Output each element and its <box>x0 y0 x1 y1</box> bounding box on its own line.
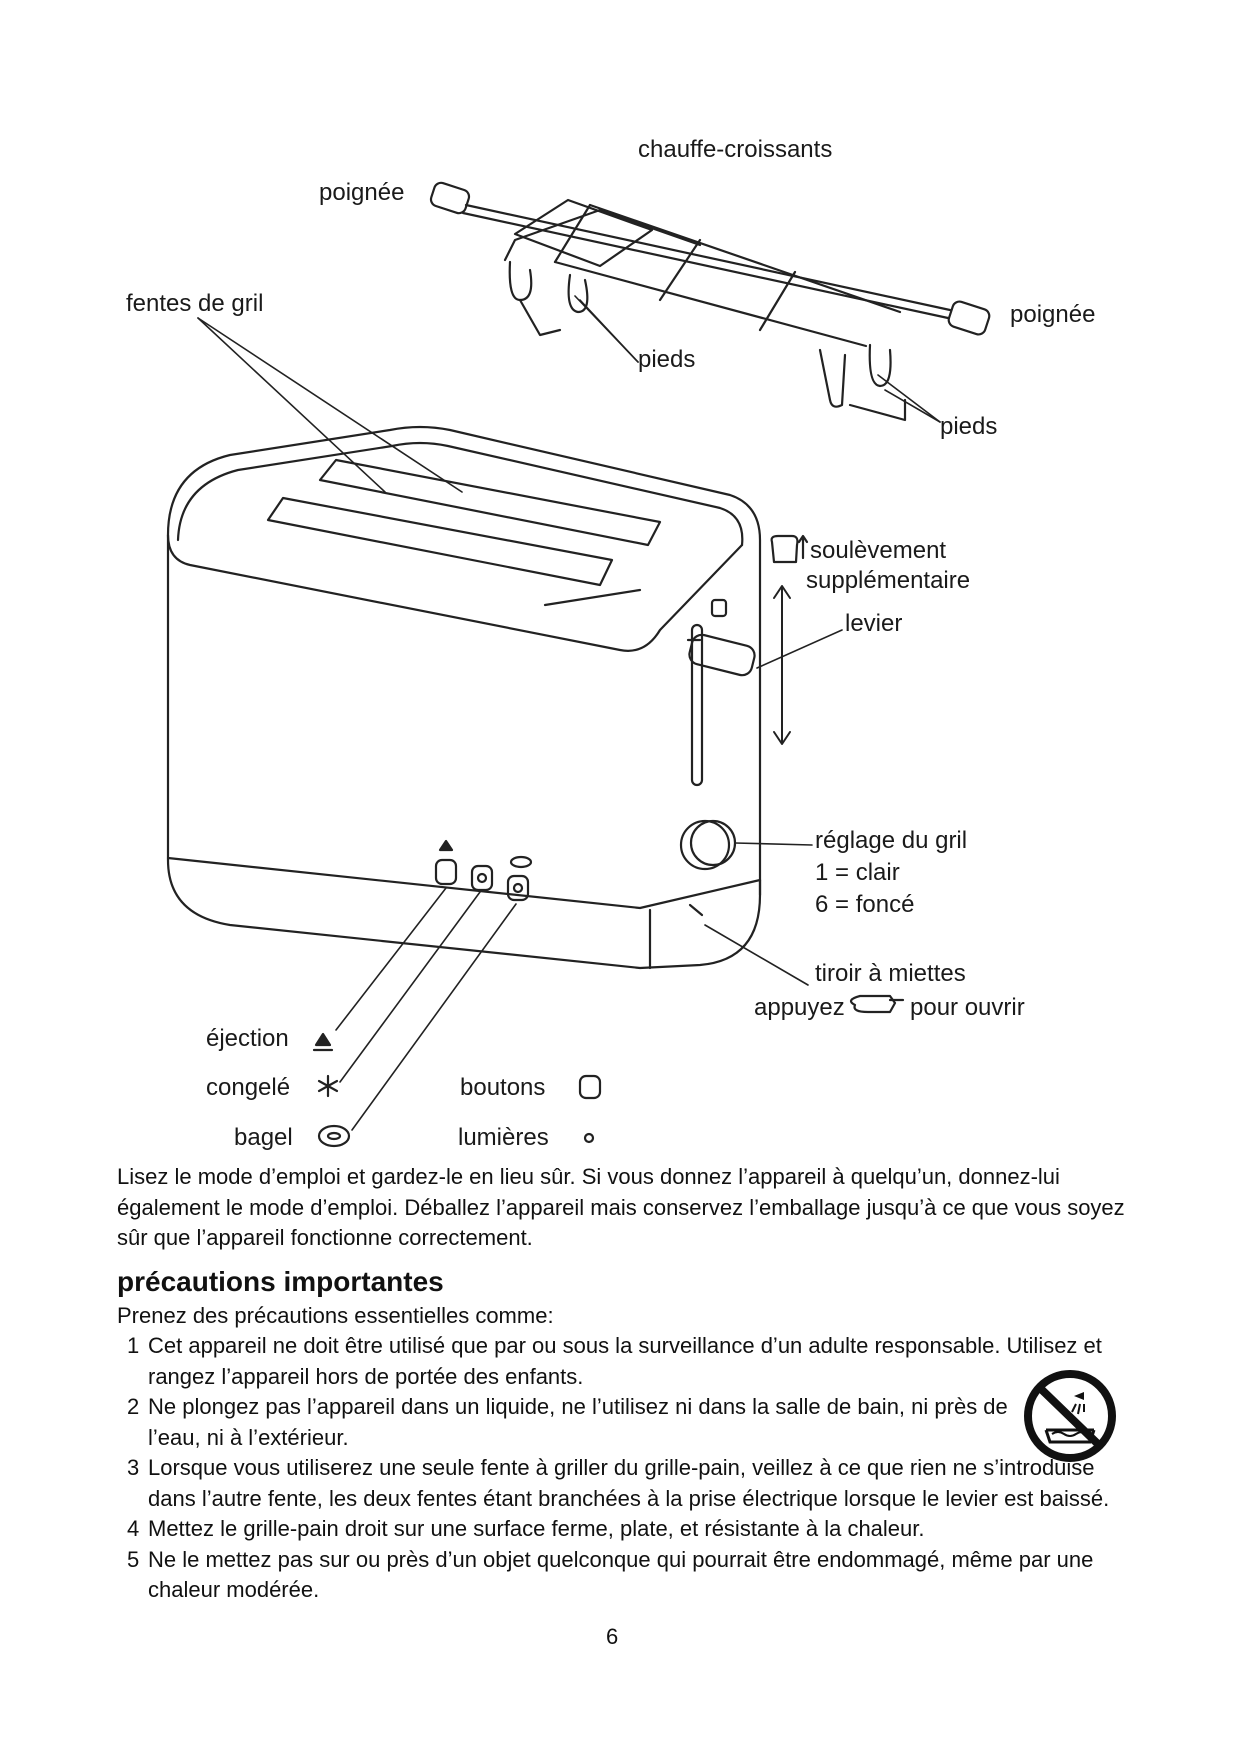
label-reglage-du-gril: réglage du gril <box>815 827 968 854</box>
label-soulevement: soulèvement <box>810 537 947 564</box>
item-number: 1 <box>127 1333 140 1358</box>
item-number: 3 <box>127 1455 140 1480</box>
lever-arrow <box>773 585 791 745</box>
label-lumieres: lumières <box>458 1124 549 1151</box>
item-text: Lorsque vous utiliserez une seule fente … <box>148 1455 1110 1511</box>
toast-lift-legend-icon <box>770 534 809 564</box>
label-poignee-left: poignée <box>319 179 405 206</box>
lead-text: Prenez des précautions essentielles comm… <box>117 1303 554 1328</box>
label-pieds-2: pieds <box>940 413 998 440</box>
list-item: 4 Mettez le grille-pain droit sur une sur… <box>117 1514 1137 1545</box>
list-item: 5 Ne le mettez pas sur ou près d’un objet… <box>117 1545 1137 1606</box>
legend-icons <box>312 534 905 1148</box>
label-pieds-1: pieds <box>638 346 696 373</box>
item-text: Ne plongez pas l’appareil dans un liquid… <box>148 1394 1008 1450</box>
item-text: Ne le mettez pas sur ou près d’un objet … <box>148 1546 1094 1603</box>
page-number: 6 <box>606 1624 619 1649</box>
item-number: 2 <box>127 1394 140 1419</box>
pointing-hand-legend-icon <box>849 994 905 1014</box>
label-boutons: boutons <box>460 1074 546 1101</box>
label-appuyez: appuyez <box>754 994 845 1021</box>
no-bath-water-icon <box>1024 1370 1116 1462</box>
label-reglage-clair: 1 = clair <box>815 859 900 886</box>
leader-lines <box>197 295 941 1131</box>
item-number: 4 <box>127 1516 140 1541</box>
list-item: 3 Lorsque vous utiliserez une seule fente… <box>117 1453 1137 1514</box>
section-heading: précautions importantes <box>117 1266 444 1297</box>
snowflake-legend-icon <box>317 1074 339 1098</box>
list-item: 2 Ne plongez pas l’appareil dans un liqui… <box>117 1392 1137 1453</box>
label-fentes-de-gril: fentes de gril <box>126 290 264 317</box>
toaster-body-drawing <box>166 425 762 970</box>
label-reglage-fonce: 6 = foncé <box>815 891 915 918</box>
label-pour-ouvrir: pour ouvrir <box>910 994 1025 1021</box>
croissant-rack-drawing <box>429 181 991 422</box>
item-number: 5 <box>127 1546 140 1572</box>
label-levier: levier <box>845 610 903 637</box>
label-chauffe-croissants: chauffe-croissants <box>638 136 833 163</box>
toaster-diagram <box>166 181 991 1148</box>
list-item: 1 Cet appareil ne doit être utilisé que p… <box>117 1331 1137 1392</box>
label-bagel: bagel <box>234 1124 293 1151</box>
label-congele: congelé <box>206 1074 291 1101</box>
intro-paragraph: Lisez le mode d’emploi et gardez-le en l… <box>117 1164 1125 1250</box>
label-tiroir-a-miettes: tiroir à miettes <box>815 960 966 987</box>
label-ejection: éjection <box>206 1025 289 1052</box>
item-text: Mettez le grille-pain droit sur une surf… <box>148 1516 925 1541</box>
label-poignee-right: poignée <box>1010 301 1096 328</box>
precautions-list: 1 Cet appareil ne doit être utilisé que p… <box>117 1331 1137 1606</box>
label-supplementaire: supplémentaire <box>806 567 971 594</box>
item-text: Cet appareil ne doit être utilisé que pa… <box>148 1333 1102 1389</box>
